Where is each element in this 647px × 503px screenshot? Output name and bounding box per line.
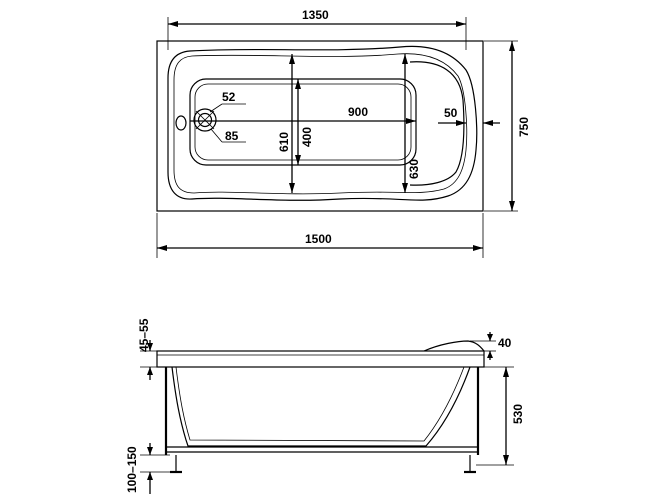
- dim-overall-width: 750: [517, 117, 531, 137]
- side-view: 45–55 40 530 100–150: [125, 318, 525, 494]
- overflow-hole: [175, 115, 187, 131]
- dim-leg-adjustment: 100–150: [125, 446, 139, 493]
- dim-total-height: 530: [511, 404, 525, 424]
- dim-rim-thickness: 45–55: [137, 318, 151, 352]
- tub-body-profile: [171, 366, 471, 447]
- tub-inner-basin-lip: [173, 53, 468, 195]
- dim-headrest-height: 40: [498, 336, 512, 350]
- dim-bottom-width: 400: [300, 127, 314, 147]
- dim-inner-length: 1350: [302, 8, 329, 22]
- dim-rim-offset: 50: [444, 106, 458, 120]
- tub-body-profile-inner: [175, 366, 465, 442]
- drain-inner-circle: [197, 112, 213, 128]
- dim-backrest-width: 630: [407, 159, 421, 179]
- dim-overflow-outer: 52: [222, 90, 236, 104]
- dim-bottom-length: 900: [348, 105, 368, 119]
- tub-inner-basin: [167, 45, 478, 201]
- tub-bottom: [189, 78, 417, 166]
- drain: [193, 108, 217, 132]
- tub-rim-side: [156, 350, 485, 368]
- dim-overflow-inner: 85: [225, 129, 239, 143]
- plan-view: 52 85 1350 1500 750 900 610: [156, 8, 531, 258]
- backrest-outline: [409, 61, 465, 186]
- headrest-profile: [423, 340, 485, 352]
- drain-leader-52: [209, 103, 223, 113]
- drain-outer-circle: [193, 108, 217, 132]
- dim-overall-length: 1500: [305, 232, 332, 246]
- dim-inner-width: 610: [277, 132, 291, 152]
- tub-outer-rim: [156, 40, 484, 212]
- drain-leader-85: [210, 128, 223, 143]
